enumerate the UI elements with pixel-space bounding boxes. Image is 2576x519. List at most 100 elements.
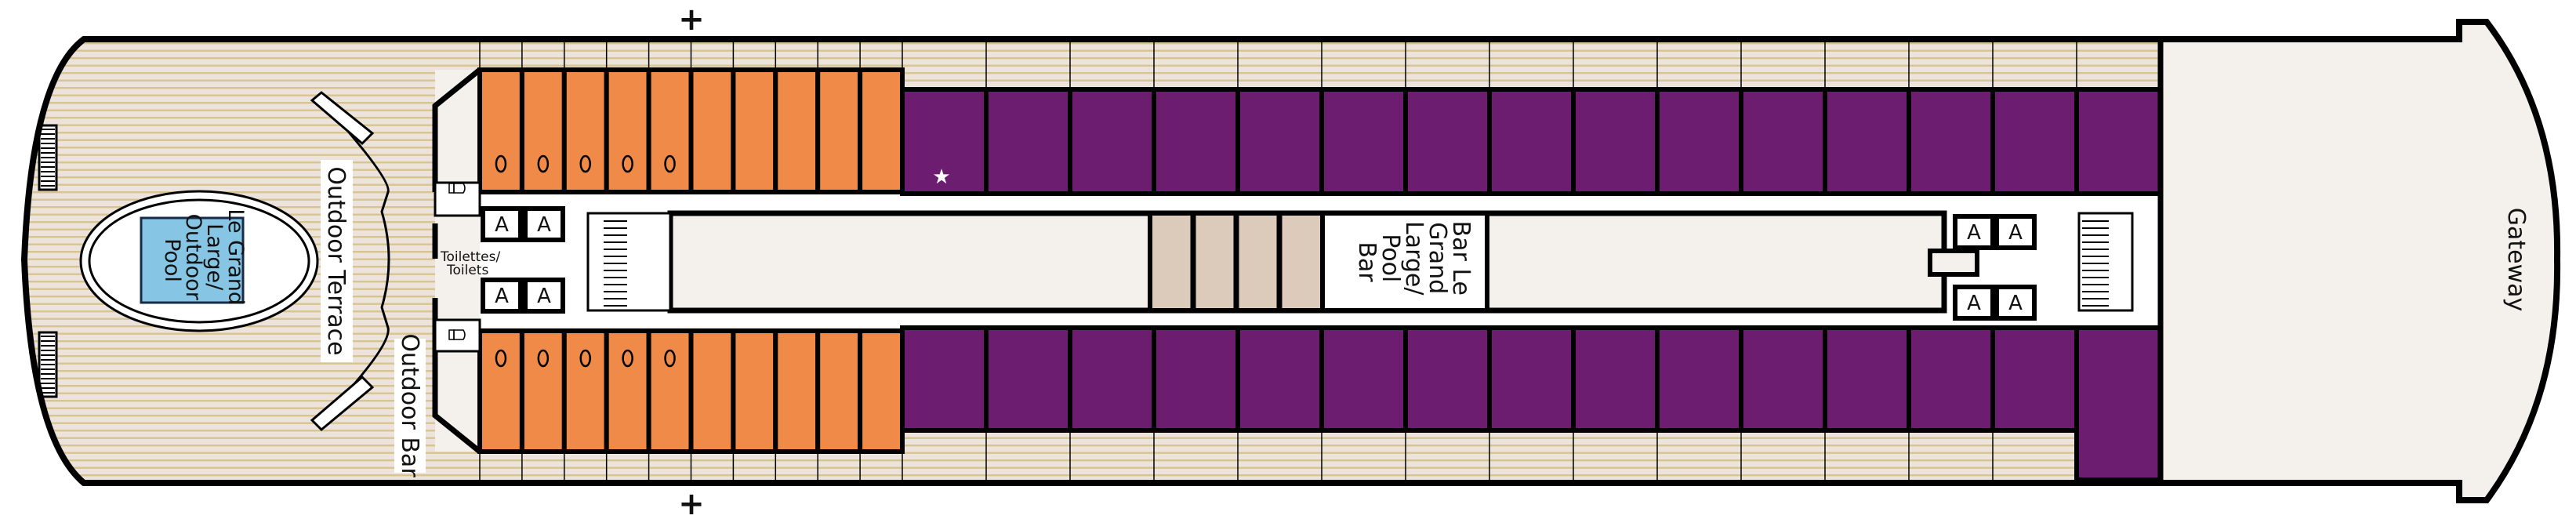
pool-label-line: Large/ <box>202 223 227 291</box>
pool-bar-line: Bar Le <box>1447 220 1475 295</box>
cabin-purple[interactable] <box>984 87 1072 196</box>
lift-label: A <box>495 213 509 237</box>
cabin-orange[interactable] <box>858 328 905 454</box>
cabin-purple[interactable] <box>1655 87 1743 196</box>
elevator-icon[interactable] <box>1994 285 2037 321</box>
cabin-purple[interactable] <box>1907 325 1995 433</box>
plus-marker-icon: + <box>678 486 705 519</box>
cabin-purple[interactable] <box>984 325 1072 433</box>
porthole-icon <box>622 349 633 368</box>
pool-label-line: Outdoor <box>181 214 205 301</box>
cabin-purple[interactable] <box>1152 87 1240 196</box>
star-icon: ★ <box>932 165 950 189</box>
cabin-purple[interactable] <box>1403 325 1492 433</box>
cabin-purple[interactable] <box>1655 325 1743 433</box>
cabin-purple[interactable] <box>1487 325 1576 433</box>
pool-bar-area[interactable] <box>1320 211 1489 313</box>
porthole-icon <box>622 154 633 173</box>
outdoor-bar-label-bg <box>394 339 426 473</box>
deck-strip-dividers <box>479 42 2077 480</box>
elevator-icon[interactable] <box>523 278 565 314</box>
cabin-orange[interactable] <box>519 67 567 194</box>
cabin-orange[interactable] <box>519 328 567 454</box>
elevator-icon[interactable] <box>1953 214 1995 250</box>
porthole-icon <box>495 349 507 368</box>
cabin-orange[interactable] <box>815 67 863 194</box>
cabin-purple[interactable] <box>1403 87 1492 196</box>
cabin-orange[interactable] <box>646 67 694 194</box>
cabin-purple[interactable] <box>2074 325 2163 482</box>
stairs-icon <box>310 91 375 432</box>
aft-walls <box>432 67 482 454</box>
cabin-orange[interactable] <box>561 67 609 194</box>
porthole-icon <box>664 154 676 173</box>
cabin-orange[interactable] <box>731 67 778 194</box>
gateway-area[interactable] <box>2161 0 2576 519</box>
cabin-purple[interactable] <box>1739 325 1827 433</box>
cabin-purple[interactable] <box>1319 87 1408 196</box>
terrace-railing <box>328 109 390 413</box>
lift-label: A <box>2008 221 2023 245</box>
cabin-purple[interactable] <box>1235 325 1324 433</box>
pool-bar-line: Pool <box>1377 234 1404 282</box>
cabin-purple[interactable] <box>1907 87 1995 196</box>
plus-marker-icon: + <box>678 2 705 38</box>
cabin-purple[interactable] <box>1571 325 1660 433</box>
stair-steps <box>2082 220 2109 307</box>
toilet-room-top[interactable] <box>434 181 481 217</box>
cabin-orange[interactable] <box>731 328 778 454</box>
cabin-purple[interactable] <box>1739 87 1827 196</box>
cabin-purple[interactable] <box>2074 87 2163 196</box>
pool-label: Le Grand Large/ Outdoor Pool <box>160 209 248 311</box>
cabin-orange[interactable] <box>815 328 863 454</box>
cabin-purple[interactable] <box>1235 87 1324 196</box>
cabin-orange[interactable] <box>688 328 736 454</box>
pool-label-line: Pool <box>160 238 184 282</box>
lift-label: A <box>537 285 551 308</box>
lift-label: A <box>495 285 509 308</box>
cabin-orange[interactable] <box>477 328 524 454</box>
elevator-icon[interactable] <box>1994 214 2037 250</box>
toilets-line: Toilets <box>446 263 488 278</box>
porthole-icon <box>579 154 591 173</box>
outdoor-terrace-label-bg <box>321 160 353 362</box>
porthole-icon <box>495 154 507 173</box>
cabin-purple[interactable] <box>1319 325 1408 433</box>
toilets-line: Toilettes/ <box>440 249 500 265</box>
cabin-purple[interactable] <box>1068 325 1156 433</box>
elevator-icon[interactable] <box>523 206 565 242</box>
cabin-purple[interactable] <box>900 325 989 433</box>
cabin-orange[interactable] <box>773 67 821 194</box>
cabin-orange[interactable] <box>604 67 651 194</box>
stair-steps <box>604 220 627 307</box>
cabin-purple[interactable] <box>1152 325 1240 433</box>
stairs-dividers <box>1190 213 1283 310</box>
cabin-purple[interactable] <box>1990 325 2079 433</box>
gateway-label: Gateway <box>2502 208 2530 312</box>
stairs-icon <box>2077 212 2134 312</box>
cabin-orange[interactable] <box>688 67 736 194</box>
cabin-orange[interactable] <box>858 67 905 194</box>
cabin-purple[interactable] <box>1068 87 1156 196</box>
elevator-icon[interactable] <box>481 206 523 242</box>
cabin-purple[interactable] <box>1571 87 1660 196</box>
cabin-orange[interactable] <box>604 328 651 454</box>
cabin-orange[interactable] <box>646 328 694 454</box>
cabin-purple[interactable] <box>1990 87 2079 196</box>
elevator-icon[interactable] <box>481 278 523 314</box>
outdoor-pool[interactable] <box>140 216 245 304</box>
pool-bar-line: Bar <box>1353 241 1381 282</box>
cabin-orange[interactable] <box>773 328 821 454</box>
cabin-orange[interactable] <box>561 328 609 454</box>
toilet-room-bottom[interactable] <box>434 318 481 353</box>
toilet-icon <box>448 329 466 340</box>
cabin-purple[interactable] <box>1823 325 1911 433</box>
cabin-orange[interactable] <box>477 67 524 194</box>
forward-stairs[interactable] <box>2077 212 2134 312</box>
aft-stairs[interactable] <box>586 212 672 312</box>
cabin-purple[interactable] <box>1487 87 1576 196</box>
elevator-icon[interactable] <box>1953 285 1995 321</box>
cabin-purple[interactable] <box>1823 87 1911 196</box>
